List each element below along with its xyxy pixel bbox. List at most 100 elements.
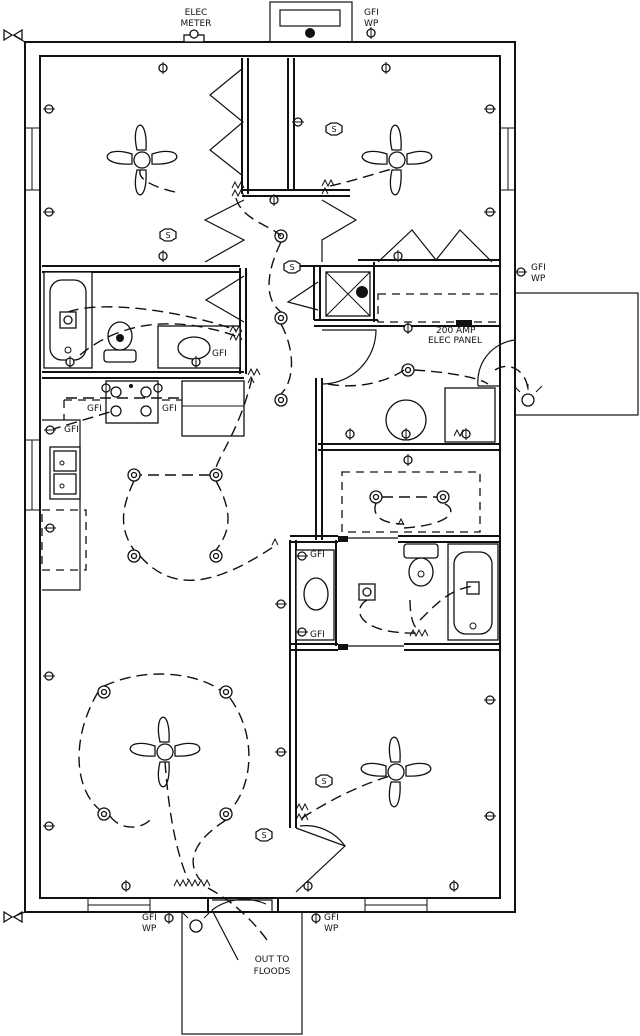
gfi-wp-label: GFI [324,913,339,923]
outlet-icon [43,104,55,114]
light-icon [436,490,450,504]
refrigerator [181,380,245,437]
outlet-icon [158,62,168,74]
light-icon [274,311,288,325]
gfi-label: GFI [64,425,79,435]
outlet-icon [43,821,55,831]
flood-light-icon [3,910,26,924]
right-porch [514,292,639,416]
window-bottom-right [364,897,428,913]
smoke-detector-icon: S [325,122,343,136]
smoke-detector-icon: S [255,828,273,842]
outlet-icon [303,880,313,892]
switch-icon [229,324,243,342]
elec-meter-label: ELEC [185,8,208,18]
gfi-wp-label: WP [364,19,379,29]
outlet-icon [44,425,56,435]
svg-text:S: S [289,263,294,272]
outlet-icon [403,454,413,466]
switch-icon [295,802,309,822]
svg-text:S: S [331,125,336,134]
gfi-wp-label: WP [531,274,546,284]
outlet-icon [275,599,287,609]
receptacles [43,27,527,924]
light-icon [369,490,383,504]
ceiling-fan-icon [106,124,178,196]
doors [203,67,516,961]
elec-meter-label: METER [181,19,212,29]
switch-icon [321,178,335,195]
light-icon [97,685,111,699]
window-bottom-left [87,897,151,913]
bath-fan-light-icon [358,583,376,601]
out-to-floods-label: OUT TO [255,955,290,965]
svg-text:S: S [321,777,326,786]
outlet-icon [449,880,459,892]
electric-panel [456,320,472,326]
gfi-wp-label: GFI [142,913,157,923]
range [105,380,159,424]
wp-outlet-icon [515,267,527,277]
wp-outlet-icon [164,912,174,924]
interior-walls [42,58,500,912]
outlet-icon [292,117,304,127]
outlet-icon [484,104,496,114]
wp-outlet-icon [366,27,376,39]
outlet-icon [269,194,279,206]
wp-outlet-icon [311,912,321,924]
outlet-icon [381,62,391,74]
kitchen-sink [49,446,81,500]
outlet-icon [275,747,287,757]
tub-2 [447,543,499,641]
outlet-icon [44,523,56,533]
utility-fixtures [325,271,501,533]
outlet-icon [393,250,403,262]
gfi-wp-label: WP [142,924,157,934]
light-icon [97,807,111,821]
gfi-label: GFI [162,404,177,414]
light-icon [274,393,288,407]
outlet-icon [65,356,75,368]
kitchen-counters [41,380,245,591]
gfi-wp-label: GFI [364,8,379,18]
top-porch [269,1,353,43]
exterior-walls [24,41,516,913]
window-left-kitchen [24,439,41,511]
outlet-icon [121,880,131,892]
light-icon [209,549,223,563]
toilet-2 [403,543,439,587]
svg-text:S: S [165,231,170,240]
switch-icon [271,537,279,546]
electric-meter [183,29,205,43]
ceiling-fan-icon [360,736,432,808]
ceiling-fans [106,124,433,808]
outlet-icon [484,695,496,705]
smoke-detectors: S S S S S [159,122,343,842]
exterior-light-icon [181,911,211,933]
outlet-icon [296,551,308,561]
outlet-icon [43,671,55,681]
light-icon [209,468,223,482]
vanity-2 [295,549,335,641]
switch-icon [173,878,211,888]
outlet-icon [461,428,471,440]
light-fixtures [3,28,543,933]
toilet-1 [103,321,137,363]
window-left-top [24,127,41,191]
bath2-fixtures [295,543,499,641]
outlet-icon [403,322,413,334]
switch-icon [409,628,429,638]
gfi-wp-label: GFI [531,263,546,273]
plan-labels: ELEC METER GFI WP GFI WP 200 AMP ELEC PA… [64,8,546,977]
dishwasher [41,509,87,571]
outlet-icon [296,627,308,637]
switch-icon [231,180,245,198]
light-icon [127,549,141,563]
panel-label: ELEC PANEL [428,336,482,346]
outlet-icon [101,382,111,394]
smoke-detector-icon: S [283,260,301,274]
light-icon [219,685,233,699]
panel-label: 200 AMP [436,326,476,336]
smoke-detector-icon: S [315,774,333,788]
